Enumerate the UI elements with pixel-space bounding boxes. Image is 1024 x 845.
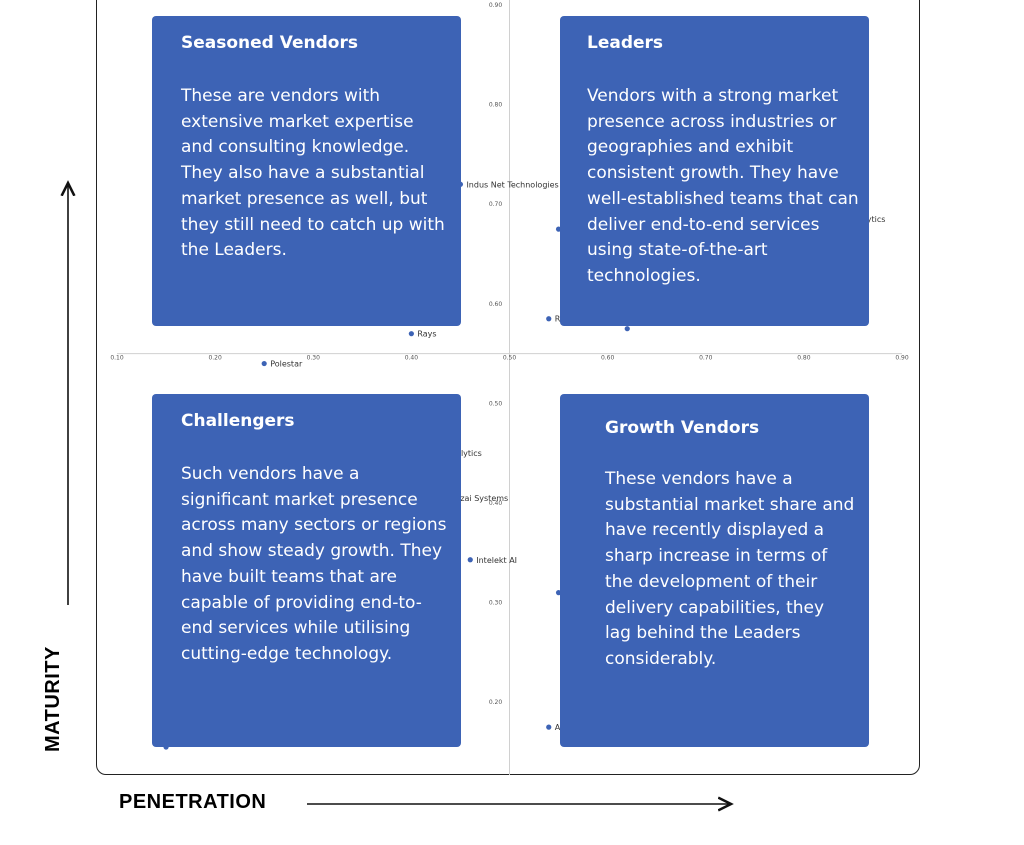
quadrant-title: Leaders	[587, 33, 664, 53]
quadrant-title: Growth Vendors	[605, 418, 760, 438]
data-point	[546, 724, 552, 730]
quadrant-title: Seasoned Vendors	[181, 33, 358, 53]
x-axis-title: PENETRATION	[119, 791, 267, 813]
x-tick-label: 0.60	[601, 355, 615, 362]
x-tick-label: 0.40	[405, 355, 419, 362]
quadrant-leaders: Leaders Vendors with a strong market pre…	[560, 16, 869, 326]
y-tick-label: 0.80	[489, 102, 503, 109]
data-point	[624, 326, 630, 332]
x-tick-label: 0.20	[208, 355, 222, 362]
quadrant-seasoned-vendors: Seasoned Vendors These are vendors with …	[152, 16, 461, 326]
quadrant-description: These vendors have a substantial market …	[605, 469, 855, 669]
data-point	[555, 590, 562, 596]
quadrant-title: Challengers	[181, 411, 295, 431]
y-tick-label: 0.70	[489, 201, 503, 208]
data-point	[546, 316, 552, 322]
y-tick-label: 0.60	[489, 301, 503, 308]
x-tick-label: 0.50	[503, 355, 517, 362]
x-tick-label: 0.90	[895, 355, 909, 362]
y-axis-title: MATURITY	[42, 646, 64, 752]
data-point-label: Indus Net Technologies	[466, 180, 558, 189]
quadrant-description: Such vendors have a significant market p…	[181, 464, 447, 664]
quadrant-description: Vendors with a strong market presence ac…	[587, 86, 859, 286]
data-point-label: Tenzai Systems	[446, 494, 508, 503]
data-point	[555, 226, 562, 232]
y-tick-label: 0.30	[489, 600, 503, 607]
data-point	[467, 557, 473, 563]
data-point-label: Rays	[417, 330, 436, 339]
y-tick-label: 0.40	[489, 500, 503, 507]
x-tick-label: 0.70	[699, 355, 713, 362]
data-point	[408, 331, 414, 337]
quadrant-growth-vendors: Growth Vendors These vendors have a subs…	[560, 394, 869, 747]
data-point	[261, 360, 267, 367]
data-point-label: Intelekt AI	[476, 556, 517, 565]
y-tick-label: 0.90	[489, 2, 503, 9]
y-tick-label: 0.20	[489, 699, 503, 706]
data-point-label: Polestar	[270, 360, 303, 369]
quadrant-description: These are vendors with extensive market …	[181, 86, 445, 261]
x-tick-label: 0.80	[797, 355, 811, 362]
y-tick-label: 0.50	[489, 400, 503, 407]
x-tick-label: 0.10	[110, 355, 124, 362]
quadrant-challengers: Challengers Such vendors have a signific…	[152, 394, 461, 747]
x-tick-label: 0.30	[307, 355, 321, 362]
